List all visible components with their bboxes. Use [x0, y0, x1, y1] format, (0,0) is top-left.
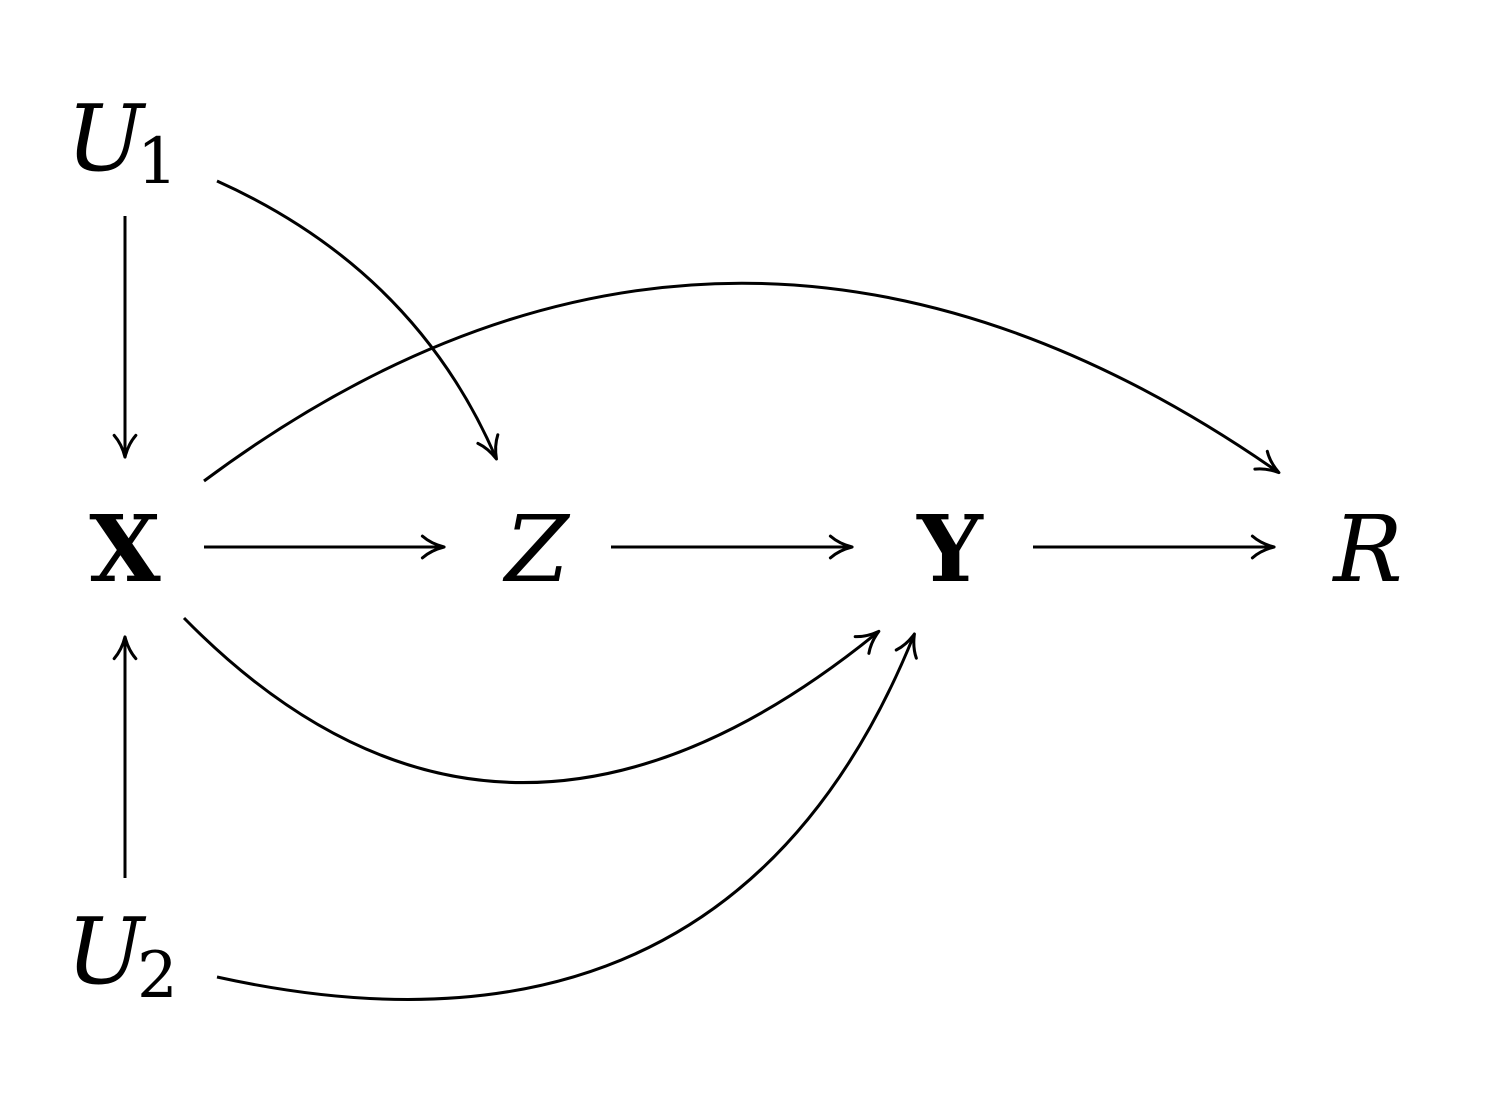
node-u2-symbol: U — [66, 898, 147, 1005]
node-u2: U 2 — [66, 898, 177, 1013]
edge-x-to-y — [182, 616, 881, 784]
node-z: Z — [502, 496, 571, 603]
node-r: R — [1331, 496, 1402, 603]
node-y: Y — [916, 495, 984, 603]
edges — [112, 179, 1281, 1001]
edge-x-to-r — [203, 281, 1281, 483]
node-u1-subscript: 1 — [137, 125, 178, 199]
node-u2-subscript: 2 — [137, 939, 178, 1013]
node-x: X — [89, 495, 161, 603]
edge-u1-to-z — [216, 179, 500, 461]
node-u1: U 1 — [66, 85, 177, 199]
node-u1-symbol: U — [66, 85, 147, 192]
edge-u2-to-y — [216, 632, 918, 1001]
nodes: U 1 U 2 X Z Y R — [66, 85, 1402, 1013]
